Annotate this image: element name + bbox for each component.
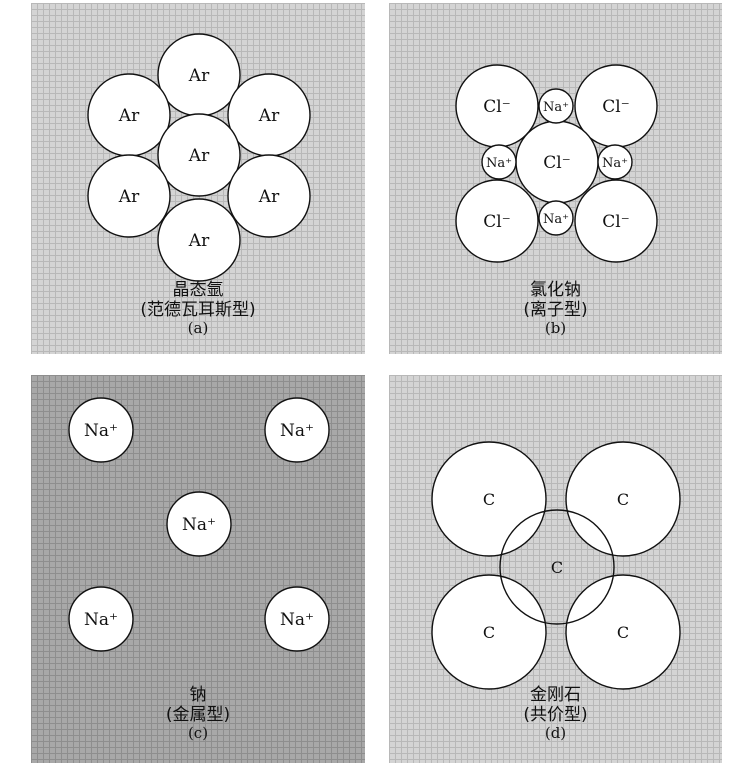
carbon-atom: C: [565, 441, 681, 557]
argon-atom: Ar: [87, 154, 171, 238]
argon-atom-circle: [157, 198, 241, 282]
argon-atom-label: Ar: [118, 187, 140, 207]
sodium-metal-ion-circle: [264, 586, 330, 652]
carbon-atom-center-circle: [499, 509, 615, 625]
chloride-ion-label: Cl⁻: [543, 153, 570, 173]
panel-a-caption: 晶态氩 (范德瓦耳斯型) (a): [31, 280, 365, 338]
sodium-metal-ion-circle: [68, 586, 134, 652]
panel-d-canvas: C C C C C: [389, 375, 722, 763]
chloride-ion: Cl⁻: [515, 120, 599, 204]
caption-a-name: 晶态氩: [172, 280, 224, 300]
caption-b-tag: (b): [544, 319, 567, 338]
sodium-metal-ion-label: Na⁺: [84, 421, 118, 441]
caption-d-type: (共价型): [523, 704, 588, 725]
sodium-ion: Na⁺: [597, 144, 633, 180]
sodium-ion-label: Na⁺: [486, 156, 512, 171]
sodium-ion-circle: [538, 200, 574, 236]
carbon-atom-center-label: C: [551, 558, 563, 577]
argon-atom: Ar: [157, 198, 241, 282]
sodium-ion: Na⁺: [538, 200, 574, 236]
panel-b-caption: 氯化钠 (离子型) (b): [389, 280, 722, 338]
sodium-metal-ion-label: Na⁺: [84, 610, 118, 630]
chloride-ion: Cl⁻: [455, 179, 539, 263]
carbon-atom-center: C: [499, 509, 615, 625]
sodium-metal-ion: Na⁺: [68, 397, 134, 463]
panel-d-background: [389, 375, 722, 763]
carbon-atom-circle: [431, 574, 547, 690]
argon-atom: Ar: [227, 154, 311, 238]
carbon-atom-label: C: [483, 490, 495, 509]
argon-atom-circle: [227, 154, 311, 238]
argon-atom-label: Ar: [188, 231, 210, 251]
caption-c-type: (金属型): [165, 704, 231, 725]
panel-b-canvas: Cl⁻ Cl⁻ Cl⁻ Cl⁻ Cl⁻ Na⁺ Na⁺ Na⁺ Na⁺: [389, 3, 722, 354]
sodium-ion-circle: [538, 88, 574, 124]
chloride-ion: Cl⁻: [574, 179, 658, 263]
sodium-metal-ion: Na⁺: [68, 586, 134, 652]
chloride-ion-circle: [574, 179, 658, 263]
chloride-ion-label: Cl⁻: [602, 97, 629, 117]
sodium-ion: Na⁺: [481, 144, 517, 180]
argon-atom-label: Ar: [188, 146, 210, 166]
argon-atom-circle: [87, 154, 171, 238]
carbon-atom-label: C: [617, 623, 629, 642]
caption-b-type: (离子型): [523, 299, 588, 320]
sodium-metal-ion-label: Na⁺: [280, 610, 314, 630]
sodium-ion-circle: [481, 144, 517, 180]
argon-atom-circle: [157, 113, 241, 197]
caption-d-tag: (d): [544, 724, 567, 743]
chloride-ion-label: Cl⁻: [602, 212, 629, 232]
sodium-metal-ion-label: Na⁺: [182, 515, 216, 535]
panel-b-sodium-chloride: Cl⁻ Cl⁻ Cl⁻ Cl⁻ Cl⁻ Na⁺ Na⁺ Na⁺ Na⁺ 氯化钠 (离子型) (b…: [389, 3, 722, 354]
argon-atom-label: Ar: [188, 66, 210, 86]
sodium-metal-ion: Na⁺: [264, 586, 330, 652]
chloride-ion-label: Cl⁻: [483, 212, 510, 232]
argon-atom: Ar: [157, 33, 241, 117]
chloride-ion: Cl⁻: [455, 64, 539, 148]
caption-c-name: 钠: [189, 685, 207, 705]
caption-c-tag: (c): [187, 724, 209, 743]
chloride-ion-label: Cl⁻: [483, 97, 510, 117]
caption-b-name: 氯化钠: [530, 280, 581, 300]
carbon-atom-circle: [565, 441, 681, 557]
sodium-ion-circle: [597, 144, 633, 180]
carbon-atom-label: C: [483, 623, 495, 642]
carbon-atom-circle: [565, 574, 681, 690]
carbon-atom-label: C: [617, 490, 629, 509]
carbon-atom: C: [565, 574, 681, 690]
argon-atom: Ar: [157, 113, 241, 197]
sodium-metal-ion-circle: [68, 397, 134, 463]
panel-c-canvas: Na⁺ Na⁺ Na⁺ Na⁺ Na⁺: [31, 375, 365, 763]
carbon-atom: C: [431, 574, 547, 690]
sodium-ion-label: Na⁺: [602, 156, 628, 171]
sodium-metal-ion-label: Na⁺: [280, 421, 314, 441]
caption-a-type: (范德瓦耳斯型): [140, 299, 256, 320]
caption-d-name: 金刚石: [530, 685, 581, 705]
sodium-metal-ion: Na⁺: [166, 491, 232, 557]
sodium-ion-label: Na⁺: [543, 100, 569, 115]
argon-atom: Ar: [227, 73, 311, 157]
sodium-metal-ion: Na⁺: [264, 397, 330, 463]
sodium-metal-ion-circle: [264, 397, 330, 463]
panel-d-diamond: C C C C C 金刚石 (共价型) (d): [389, 375, 722, 763]
sodium-ion-label: Na⁺: [543, 212, 569, 227]
sodium-metal-ion-circle: [166, 491, 232, 557]
argon-atom-label: Ar: [118, 106, 140, 126]
panel-d-caption: 金刚石 (共价型) (d): [389, 685, 722, 743]
panel-c-sodium-metal: Na⁺ Na⁺ Na⁺ Na⁺ Na⁺ 钠 (金属型) (c): [31, 375, 365, 763]
carbon-atom: C: [431, 441, 547, 557]
chloride-ion-circle: [455, 179, 539, 263]
chloride-ion: Cl⁻: [574, 64, 658, 148]
caption-a-tag: (a): [187, 319, 209, 338]
argon-atom-label: Ar: [258, 106, 280, 126]
carbon-atom-circle: [431, 441, 547, 557]
panel-c-caption: 钠 (金属型) (c): [31, 685, 365, 743]
sodium-ion: Na⁺: [538, 88, 574, 124]
argon-atom-label: Ar: [258, 187, 280, 207]
argon-atom: Ar: [87, 73, 171, 157]
